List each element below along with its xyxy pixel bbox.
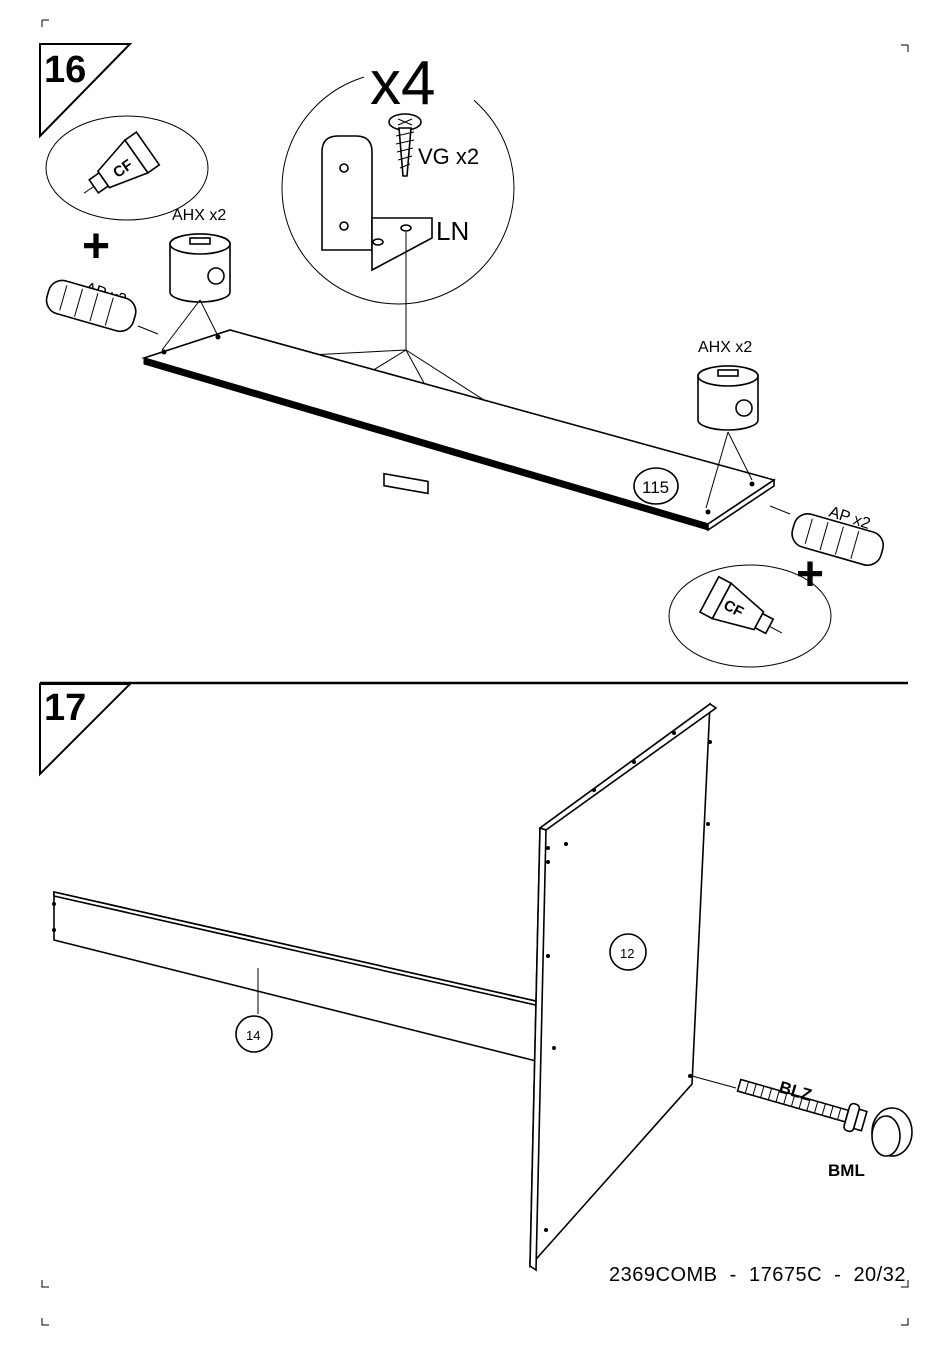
side-panel-12: 12 [530,704,716,1270]
step-16-badge: 16 [40,44,130,136]
rail-14-number: 14 [246,1028,260,1043]
footer-code: 2369COMB [609,1264,718,1286]
cam-label-left: AHX x2 [172,207,226,224]
knob-label: BML [828,1161,865,1180]
footer-page-number: 20/32 [853,1264,906,1286]
cam-label-right: AHX x2 [698,339,752,356]
step-16-number: 16 [44,49,86,91]
cam-fitting-left: AHX x2 [162,207,230,350]
dowel-left: AP x2 [43,277,158,334]
bracket-icon [322,136,432,270]
plus-sign-right: + [796,548,824,601]
multiplier-x4: x4 [370,49,435,118]
bolt-blz: BLZ [692,1072,868,1135]
side-panel-12-number: 12 [620,946,634,961]
hardware-detail-circle: x4 VG x2 LN [282,49,514,304]
panel-115-number: 115 [642,478,669,497]
footer-sep-2: - [834,1264,841,1286]
glue-tube-left: CF [46,116,208,220]
panel-115 [144,330,774,530]
screw-label: VG x2 [418,144,479,169]
screw-icon [389,114,421,176]
dowel-right: AP x2 [770,504,887,569]
step-17-number: 17 [44,687,86,729]
footer-sep-1: - [730,1264,737,1286]
bracket-label: LN [436,216,469,246]
page-footer: 2369COMB - 17675C - 20/32 [609,1264,906,1287]
step-17-badge: 17 [40,684,130,774]
panel-115-badge: 115 [634,468,678,504]
footer-ref: 17675C [749,1264,822,1286]
rail-14: 14 [52,892,540,1062]
plus-sign-left: + [82,220,110,273]
